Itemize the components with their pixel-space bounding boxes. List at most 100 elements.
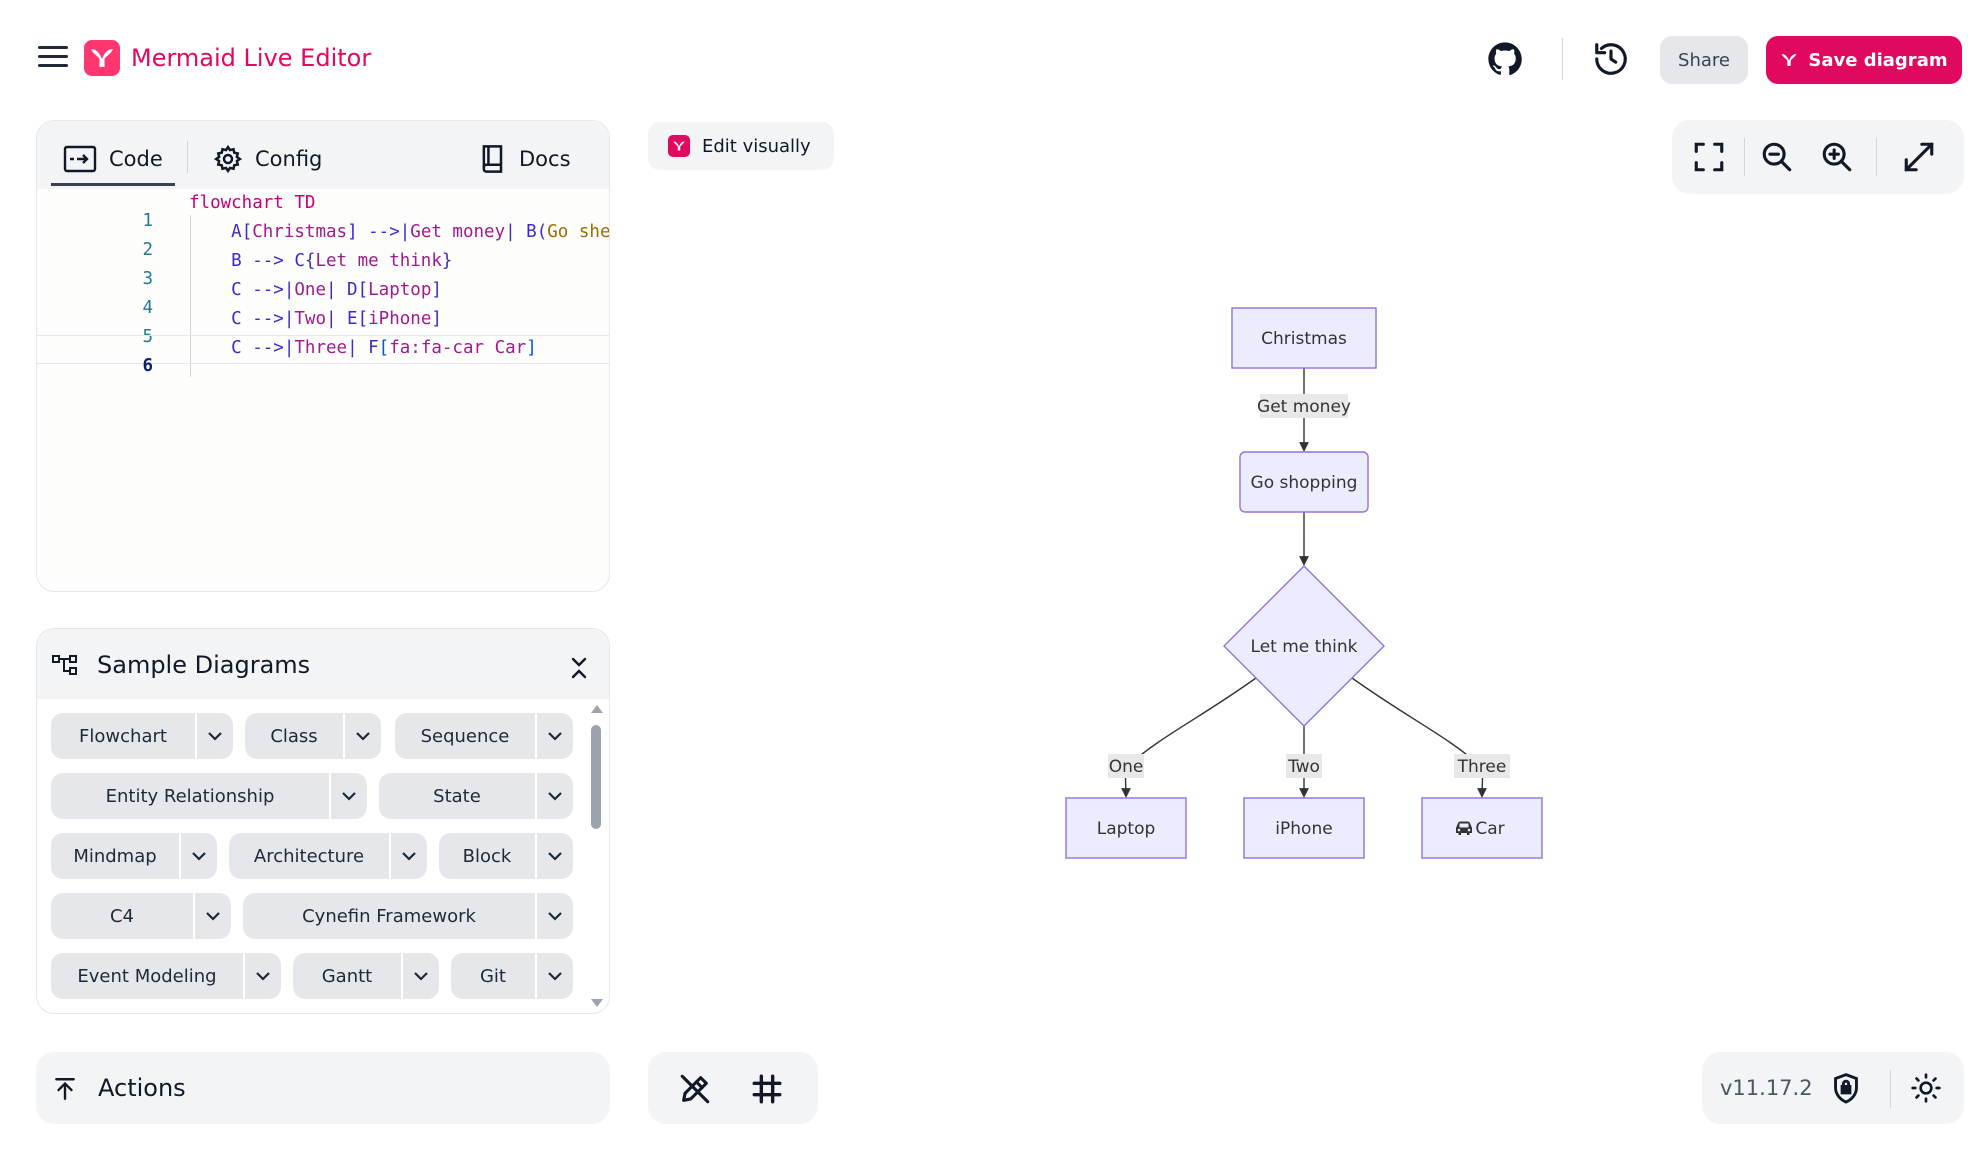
node-label: Go shopping [1251, 473, 1358, 493]
node-iphone[interactable]: iPhone [1243, 797, 1365, 859]
menu-icon[interactable] [38, 46, 68, 70]
code-icon [63, 145, 97, 173]
node-label: Car [1475, 819, 1504, 839]
save-mermaid-icon [1782, 54, 1797, 66]
node-let-me-think[interactable]: Let me think [1223, 565, 1385, 727]
chevron-down-icon[interactable] [535, 953, 573, 999]
sample-chip-label: Git [479, 965, 506, 987]
sample-chip-label: Class [270, 725, 318, 747]
sample-chip-label: Mindmap [73, 845, 157, 867]
edit-visually-button[interactable]: Edit visually [648, 122, 834, 170]
header-divider [1562, 38, 1563, 80]
code-line-active[interactable]: 6 C -->|Three| F[fa:fa-car Car] [37, 335, 609, 376]
code-line-text: C -->|Two| E[iPhone] [231, 309, 442, 329]
zoom-out-icon[interactable] [1760, 140, 1794, 174]
save-diagram-button[interactable]: Save diagram [1766, 36, 1962, 84]
chevron-down-icon[interactable] [535, 773, 573, 819]
node-go-shopping[interactable]: Go shopping [1239, 451, 1369, 513]
flowchart-diagram[interactable]: Get money One Two Three Christmas Go sho… [1040, 290, 1600, 890]
sample-chip-block[interactable]: Block [439, 833, 573, 879]
node-label: Christmas [1261, 329, 1347, 349]
sample-chip-flowchart[interactable]: Flowchart [51, 713, 233, 759]
chevron-down-icon[interactable] [243, 953, 281, 999]
sample-chip-gantt[interactable]: Gantt [293, 953, 439, 999]
canvas-tools [648, 1052, 818, 1124]
version-divider [1890, 1070, 1891, 1108]
edge-label-bg [1108, 754, 1144, 778]
sample-chip-label: Cynefin Framework [302, 905, 476, 927]
samples-scrollbar[interactable] [589, 703, 605, 1009]
tab-docs[interactable]: Docs [479, 139, 571, 179]
expand-icon[interactable] [1902, 140, 1936, 174]
shield-lock-icon[interactable] [1830, 1072, 1862, 1106]
view-controls-divider [1744, 138, 1745, 176]
chevron-down-icon[interactable] [179, 833, 217, 879]
code-line[interactable]: 5 C -->|Two| E[iPhone] [37, 307, 609, 347]
actions-label: Actions [98, 1074, 186, 1102]
active-tab-indicator [51, 183, 175, 186]
zoom-in-icon[interactable] [1820, 140, 1854, 174]
indent-guide [190, 215, 191, 377]
pencil-icon[interactable] [678, 1072, 712, 1106]
sample-chip-label: Sequence [420, 725, 510, 747]
sun-icon[interactable] [1910, 1072, 1942, 1104]
diagram-icon [52, 655, 77, 675]
book-icon [482, 145, 503, 173]
code-panel: Code Config Docs [36, 120, 610, 592]
sample-chip-c4[interactable]: C4 [51, 893, 231, 939]
chevron-down-icon[interactable] [193, 893, 231, 939]
sample-chip-event-modeling[interactable]: Event Modeling [51, 953, 281, 999]
history-icon[interactable] [1592, 40, 1630, 78]
actions-panel[interactable]: Actions [36, 1052, 610, 1124]
version-label: v11.17.2 [1720, 1076, 1813, 1100]
github-icon[interactable] [1486, 40, 1524, 78]
code-line[interactable]: 1 flowchart TD [37, 191, 609, 231]
mermaid-chart-icon [668, 135, 690, 157]
sample-chip-git[interactable]: Git [451, 953, 573, 999]
node-label: Let me think [1251, 637, 1358, 657]
app-title: Mermaid Live Editor [131, 44, 372, 72]
sample-chip-label: Entity Relationship [105, 785, 275, 807]
code-line[interactable]: 4 C -->|One| D[Laptop] [37, 278, 609, 318]
chevron-down-icon[interactable] [535, 893, 573, 939]
code-editor[interactable]: 1 flowchart TD 2 A[Christmas] -->|Get mo… [37, 189, 609, 591]
fit-view-icon[interactable] [1692, 140, 1726, 174]
tab-code[interactable]: Code [63, 139, 163, 179]
edge-label-one: One [1109, 757, 1144, 777]
sample-chip-class[interactable]: Class [245, 713, 381, 759]
chevron-down-icon[interactable] [389, 833, 427, 879]
chevron-down-icon[interactable] [401, 953, 439, 999]
tab-config[interactable]: Config [213, 139, 322, 179]
samples-scroll-thumb[interactable] [591, 725, 601, 829]
grid-icon[interactable] [750, 1072, 784, 1106]
code-line-text: B --> C{Let me think} [231, 251, 453, 271]
sample-chip-label: Block [462, 845, 512, 867]
sample-chip-mindmap[interactable]: Mindmap [51, 833, 217, 879]
tab-docs-label: Docs [519, 147, 571, 171]
sample-chip-entity-relationship[interactable]: Entity Relationship [51, 773, 367, 819]
chevron-down-icon[interactable] [195, 713, 233, 759]
sample-chip-architecture[interactable]: Architecture [229, 833, 427, 879]
view-controls [1672, 120, 1964, 194]
node-car[interactable]: Car [1421, 797, 1543, 859]
chevron-down-icon[interactable] [535, 713, 573, 759]
sample-chip-state[interactable]: State [379, 773, 573, 819]
sample-diagrams-panel: Sample Diagrams Flowchart Class Sequence [36, 628, 610, 1014]
sample-chip-sequence[interactable]: Sequence [395, 713, 573, 759]
chevron-down-icon[interactable] [329, 773, 367, 819]
sample-diagrams-header[interactable]: Sample Diagrams [37, 629, 609, 699]
line-number: 6 [142, 356, 153, 376]
share-button[interactable]: Share [1660, 36, 1748, 84]
node-laptop[interactable]: Laptop [1065, 797, 1187, 859]
chevron-down-icon[interactable] [343, 713, 381, 759]
edge-label-bg [1454, 754, 1510, 778]
sample-chip-label: Architecture [253, 845, 365, 867]
chevron-collapse-icon[interactable] [567, 653, 591, 683]
code-line[interactable]: 3 B --> C{Let me think} [37, 249, 609, 289]
code-line[interactable]: 2 A[Christmas] -->|Get money| B(Go she [37, 220, 609, 260]
sample-chip-cynefin-framework[interactable]: Cynefin Framework [243, 893, 573, 939]
code-line-text: C -->|One| D[Laptop] [231, 280, 442, 300]
line-number: 2 [142, 240, 153, 260]
chevron-down-icon[interactable] [535, 833, 573, 879]
node-christmas[interactable]: Christmas [1231, 307, 1377, 369]
